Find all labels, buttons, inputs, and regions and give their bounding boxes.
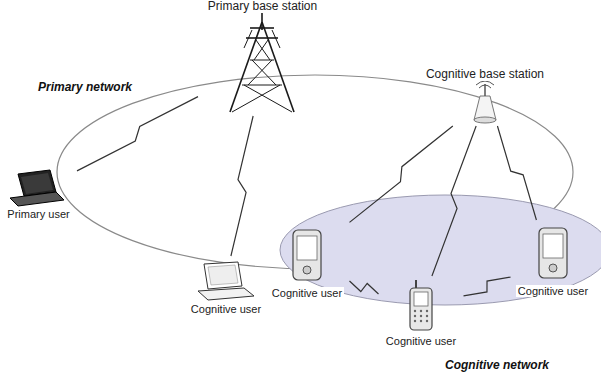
label-text: Primary base station (206, 0, 319, 13)
device-label: Cognitive user (513, 285, 594, 298)
wireless-link (350, 126, 453, 222)
device-node: Cognitive user (267, 224, 348, 300)
tower-icon (230, 10, 294, 112)
device-node: Primary base station (200, 0, 325, 114)
device-label: Cognitive user (381, 335, 462, 348)
wireless-link (231, 116, 253, 256)
wireless-link (432, 126, 476, 276)
pda-icon (539, 228, 567, 278)
device-label: Primary user (2, 208, 75, 221)
laptop-icon (10, 170, 64, 206)
network-label: Cognitive network (445, 358, 549, 372)
laptop-icon (198, 262, 254, 300)
wireless-link (497, 126, 536, 220)
device-label: Cognitive user (267, 287, 348, 300)
label-text: Primary user (5, 208, 71, 220)
pda-icon (293, 230, 321, 280)
device-label: Primary base station (200, 0, 325, 14)
device-node: Primary user (2, 168, 75, 221)
cognitive-station-icon (474, 81, 496, 123)
device-node: Cognitive user (186, 258, 267, 316)
label-text: Cognitive user (189, 303, 263, 315)
wireless-link (350, 281, 379, 294)
label-text: Cognitive user (384, 335, 458, 347)
device-node: Cognitive user (381, 278, 462, 348)
device-node: Cognitive base station (421, 68, 550, 124)
network-label: Primary network (38, 80, 132, 94)
label-text: Cognitive base station (424, 67, 546, 81)
label-text: Cognitive user (270, 287, 344, 299)
wireless-link (77, 97, 198, 171)
wireless-link (464, 277, 511, 296)
device-label: Cognitive user (186, 303, 267, 316)
label-text: Cognitive user (516, 285, 590, 297)
device-node: Cognitive user (513, 222, 594, 298)
device-label: Cognitive base station (421, 68, 550, 82)
phone-icon (410, 280, 432, 330)
